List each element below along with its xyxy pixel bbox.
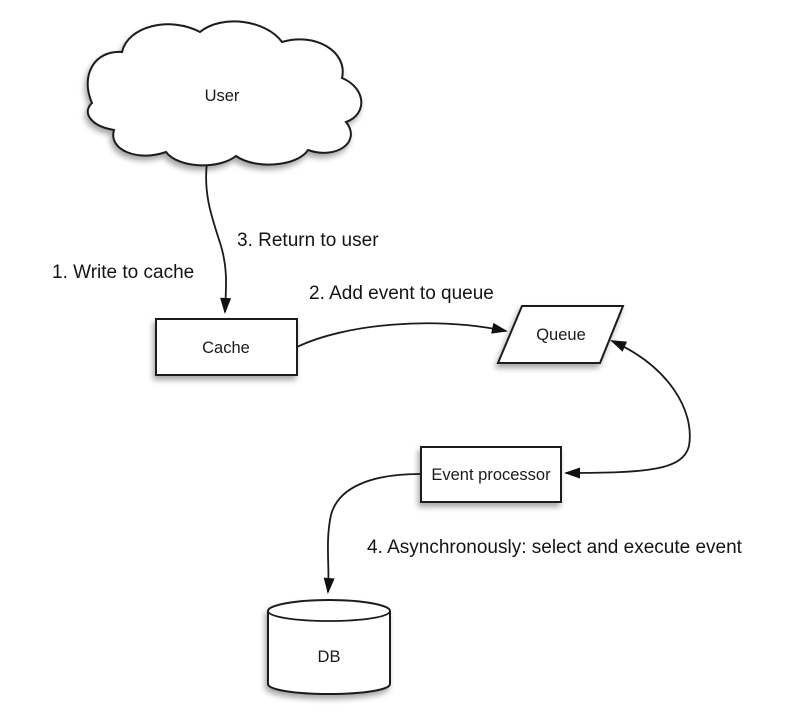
db-label: DB [318,648,341,666]
cache-label: Cache [202,339,250,357]
node-db: DB [267,598,391,696]
step3-label: 3. Return to user [237,230,379,251]
edge-user-to-cache [205,161,232,314]
user-cloud-shape [86,20,363,167]
node-cache: Cache [155,318,298,376]
event-processor-label: Event processor [431,466,551,484]
edges [205,161,691,594]
cache-rect-shape [155,318,298,376]
node-user: User [86,20,363,167]
step-annotations: 1. Write to cache 2. Add event to queue … [52,230,743,558]
edge-queue-event-processor-bidirectional [564,340,691,479]
step1-label: 1. Write to cache [52,262,194,283]
node-queue: Queue [496,305,625,364]
edge-event-processor-to-db [323,473,421,594]
queue-label: Queue [536,326,586,344]
node-event-processor: Event processor [420,446,562,503]
queue-parallelogram-shape [496,305,625,364]
event-processor-rect-shape [420,446,562,503]
step4-label: 4. Asynchronously: select and execute ev… [367,537,743,558]
db-cylinder-shape [267,598,391,696]
user-label: User [205,87,240,105]
db-cylinder-top-rim [267,610,391,622]
edge-cache-to-queue [296,322,508,348]
step2-label: 2. Add event to queue [309,283,494,304]
